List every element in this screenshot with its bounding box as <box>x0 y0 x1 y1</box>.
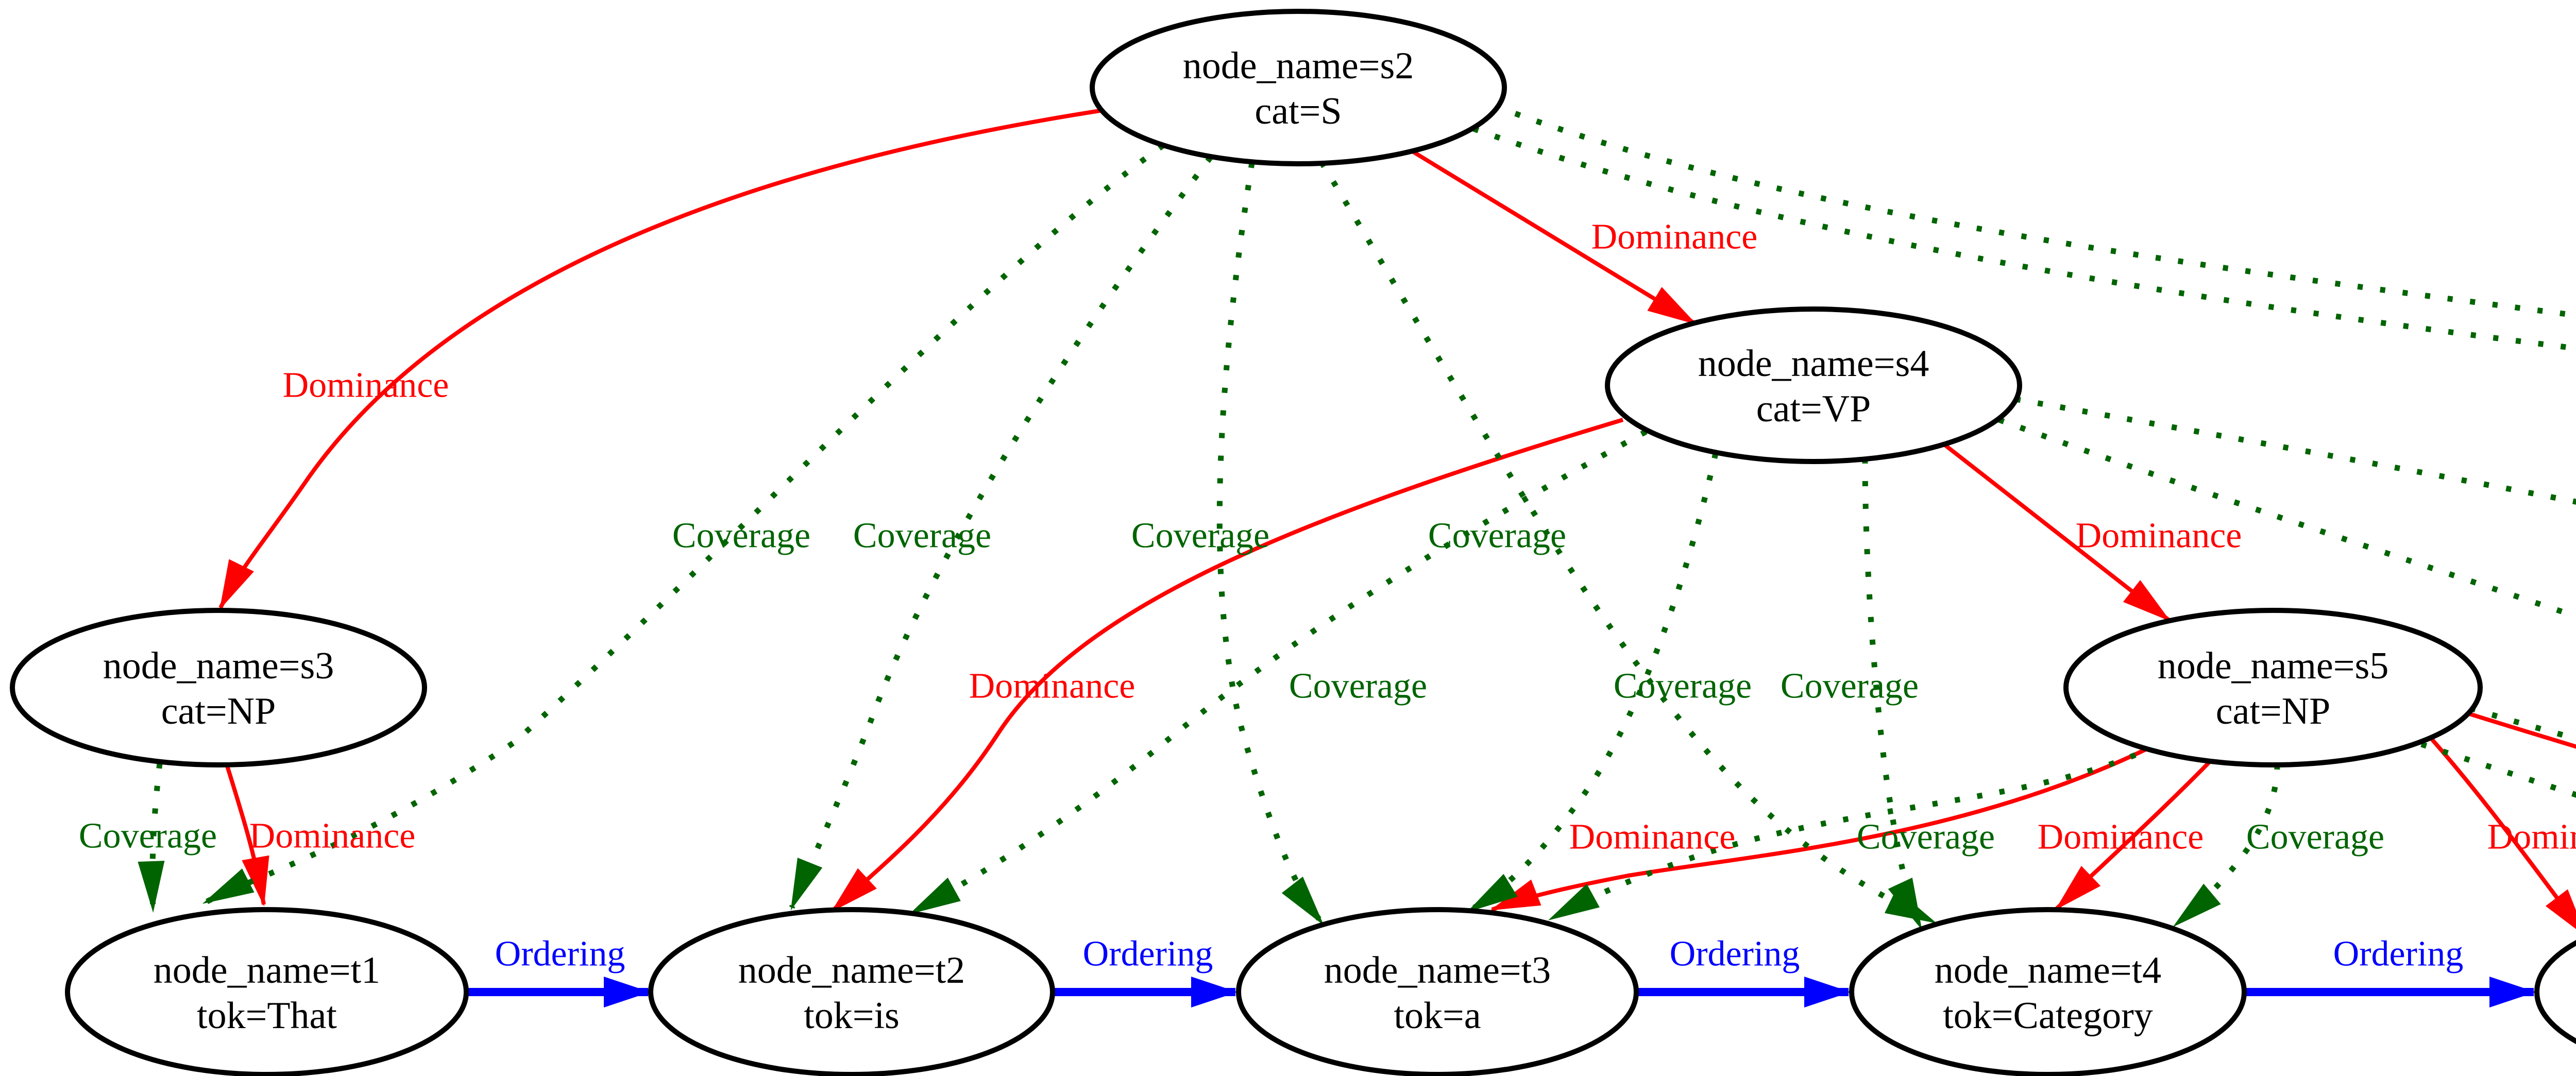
edge-s2-s3-dominance <box>218 109 1100 610</box>
edge-s5-t3-dominance <box>1490 747 2147 912</box>
node-s4-line1: node_name=s4 <box>1698 343 1929 385</box>
node-t2-line2: tok=is <box>804 995 900 1037</box>
node-t1-line2: tok=That <box>197 995 337 1037</box>
edge-label-s2-t2: Coverage <box>853 516 991 556</box>
edge-label-s5-t4: Dominance <box>2038 817 2204 857</box>
edge-label-t3-t4: Ordering <box>1670 934 1800 974</box>
edge-s2-s4-dominance <box>1410 149 1697 326</box>
edge-label-s3-t1: Coverage <box>79 816 217 856</box>
edge-label-t2-t3: Ordering <box>1083 934 1213 974</box>
node-t4-line1: node_name=t4 <box>1935 949 2161 992</box>
edge-label-s4-t2: Coverage <box>1289 667 1427 706</box>
edge-s4-t3-coverage <box>1466 452 1719 913</box>
edge-s5-t3-coverage <box>1548 743 2158 921</box>
edge-s2-t6-coverage <box>1472 126 2576 351</box>
edge-s3-t1-dominance <box>225 763 269 907</box>
edge-s4-t2-dominance <box>831 418 1624 912</box>
node-s5-line1: node_name=s5 <box>2158 645 2389 687</box>
node-s3-line2: cat=NP <box>161 690 276 732</box>
edge-label-t1-t2: Ordering <box>495 934 625 974</box>
edge-s4-s5-dominance <box>1941 441 2171 622</box>
node-s3-ellipse <box>10 608 427 767</box>
node-t2-ellipse <box>648 907 1055 1076</box>
edge-label-s2-t4: Coverage <box>1428 516 1566 556</box>
edge-label-s3-t1: Dominance <box>249 816 416 856</box>
edge-label-s5-t4: Coverage <box>2246 817 2384 857</box>
node-s4-line2: cat=VP <box>1756 388 1871 430</box>
edge-label-s2-s3: Dominance <box>283 366 449 405</box>
edge-s2-t1-coverage <box>202 143 1165 905</box>
node-t4-line2: tok=Category <box>1943 995 2153 1037</box>
edge-label-s5-t5: Dominance <box>2487 817 2576 857</box>
edge-s5-t5-dominance <box>2430 738 2576 937</box>
node-t4-ellipse <box>1849 907 2247 1076</box>
node-s5-ellipse <box>2063 608 2483 767</box>
edge-s2-t4-coverage <box>1319 161 1937 925</box>
edge-labels-layer: DominanceDominanceDominanceDominanceDomi… <box>79 217 2576 974</box>
node-s5-line2: cat=NP <box>2216 690 2331 732</box>
edge-s5-t4-dominance <box>2055 760 2212 910</box>
edge-s4-t4-coverage <box>1862 458 1923 930</box>
node-t5-ellipse <box>2534 940 2576 1044</box>
node-t2-line1: node_name=t2 <box>738 949 965 992</box>
node-t3-ellipse <box>1236 907 1639 1076</box>
edges-layer <box>138 103 2576 1007</box>
edge-label-s5-t3: Coverage <box>1857 817 1995 857</box>
edge-s5-t6-coverage <box>2469 705 2576 742</box>
node-s3-line1: node_name=s3 <box>103 645 334 687</box>
node-t3-line2: tok=a <box>1394 995 1481 1037</box>
edge-label-s4-t2: Dominance <box>969 667 1136 706</box>
edge-label-s4-t4: Coverage <box>1781 667 1919 706</box>
node-s2-line1: node_name=s2 <box>1183 45 1414 87</box>
edge-s5-t4-coverage <box>2173 764 2280 928</box>
edge-label-s5-t3: Dominance <box>1569 817 1736 857</box>
edge-label-s4-s5: Dominance <box>2076 516 2242 556</box>
edge-label-s2-t3: Coverage <box>1131 516 1269 556</box>
node-t5: node_name=t5tok=3 <box>2534 940 2576 1044</box>
edge-s3-t1-coverage <box>138 763 165 913</box>
node-s4-ellipse <box>1605 306 2022 464</box>
nodes-layer: node_name=s2cat=Snode_name=s4cat=VPnode_… <box>10 9 2576 1076</box>
edge-label-t4-t5: Ordering <box>2333 934 2464 974</box>
node-t1-ellipse <box>65 907 469 1076</box>
edge-label-s4-t3: Coverage <box>1614 667 1752 706</box>
node-s2-line2: cat=S <box>1255 90 1342 132</box>
node-s2-ellipse <box>1090 9 1507 166</box>
edge-label-s2-s4: Dominance <box>1591 217 1758 257</box>
node-t3-line1: node_name=t3 <box>1324 949 1551 992</box>
node-t1-line1: node_name=t1 <box>154 949 380 992</box>
edge-label-s2-t1: Coverage <box>672 516 810 556</box>
